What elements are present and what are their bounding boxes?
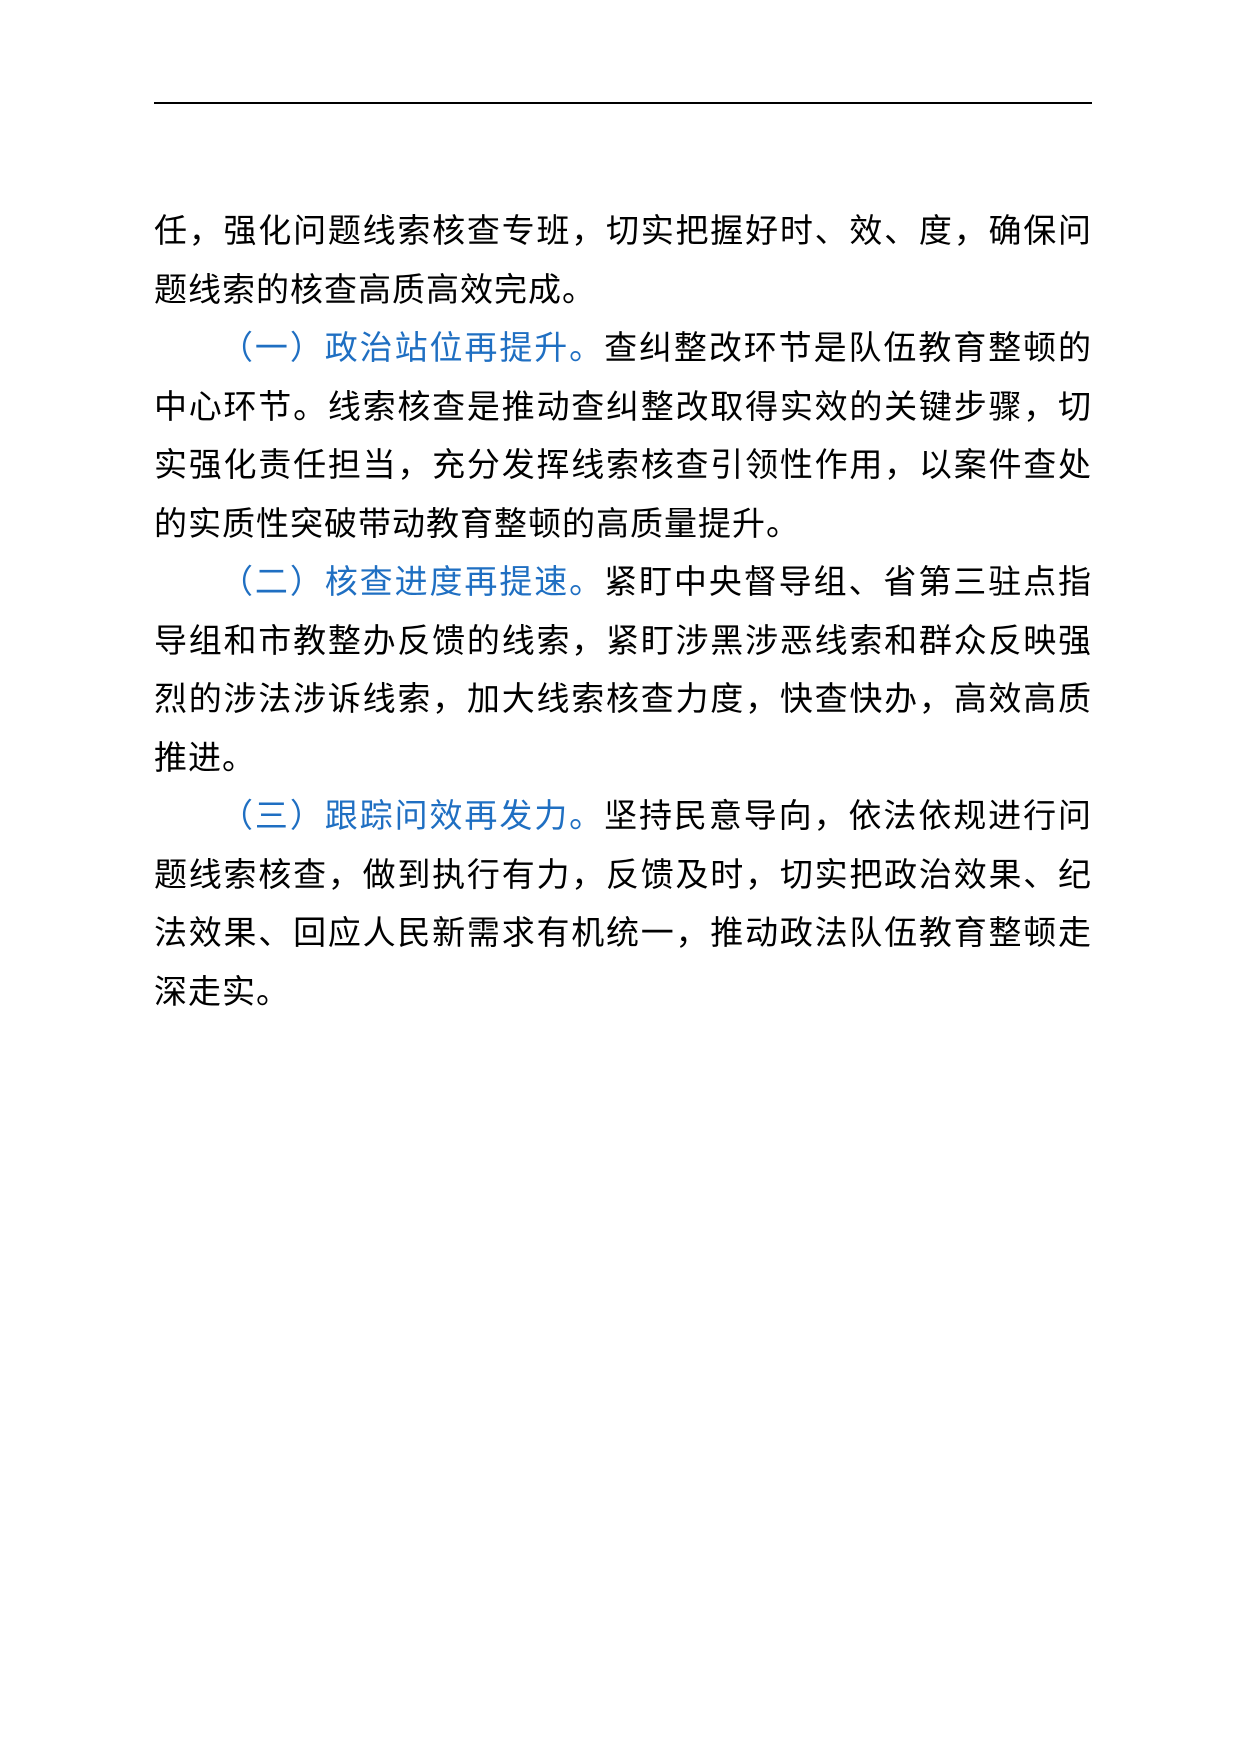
document-body: 任，强化问题线索核查专班，切实把握好时、效、度，确保问题线索的核查高质高效完成。… [154, 202, 1092, 1021]
section-paragraph-2: （二）核查进度再提速。紧盯中央督导组、省第三驻点指导组和市教整办反馈的线索，紧盯… [154, 553, 1092, 787]
continuation-paragraph: 任，强化问题线索核查专班，切实把握好时、效、度，确保问题线索的核查高质高效完成。 [154, 211, 1092, 309]
section-paragraph-3: （三）跟踪问效再发力。坚持民意导向，依法依规进行问题线索核查，做到执行有力，反馈… [154, 787, 1092, 1021]
section-heading-3: （三）跟踪问效再发力。 [220, 796, 605, 835]
section-heading-2: （二）核查进度再提速。 [220, 562, 605, 601]
section-body-2: 紧盯中央督导组、省第三驻点指导组和市教整办反馈的线索，紧盯涉黑涉恶线索和群众反映… [154, 562, 1093, 777]
section-paragraph-1: （一）政治站位再提升。查纠整改环节是队伍教育整顿的中心环节。线索核查是推动查纠整… [154, 319, 1092, 553]
header-divider [154, 102, 1092, 104]
section-body-3: 坚持民意导向，依法依规进行问题线索核查，做到执行有力，反馈及时，切实把政治效果、… [154, 796, 1093, 1011]
section-body-1: 查纠整改环节是队伍教育整顿的中心环节。线索核查是推动查纠整改取得实效的关键步骤，… [154, 328, 1093, 543]
section-heading-1: （一）政治站位再提升。 [220, 328, 605, 367]
